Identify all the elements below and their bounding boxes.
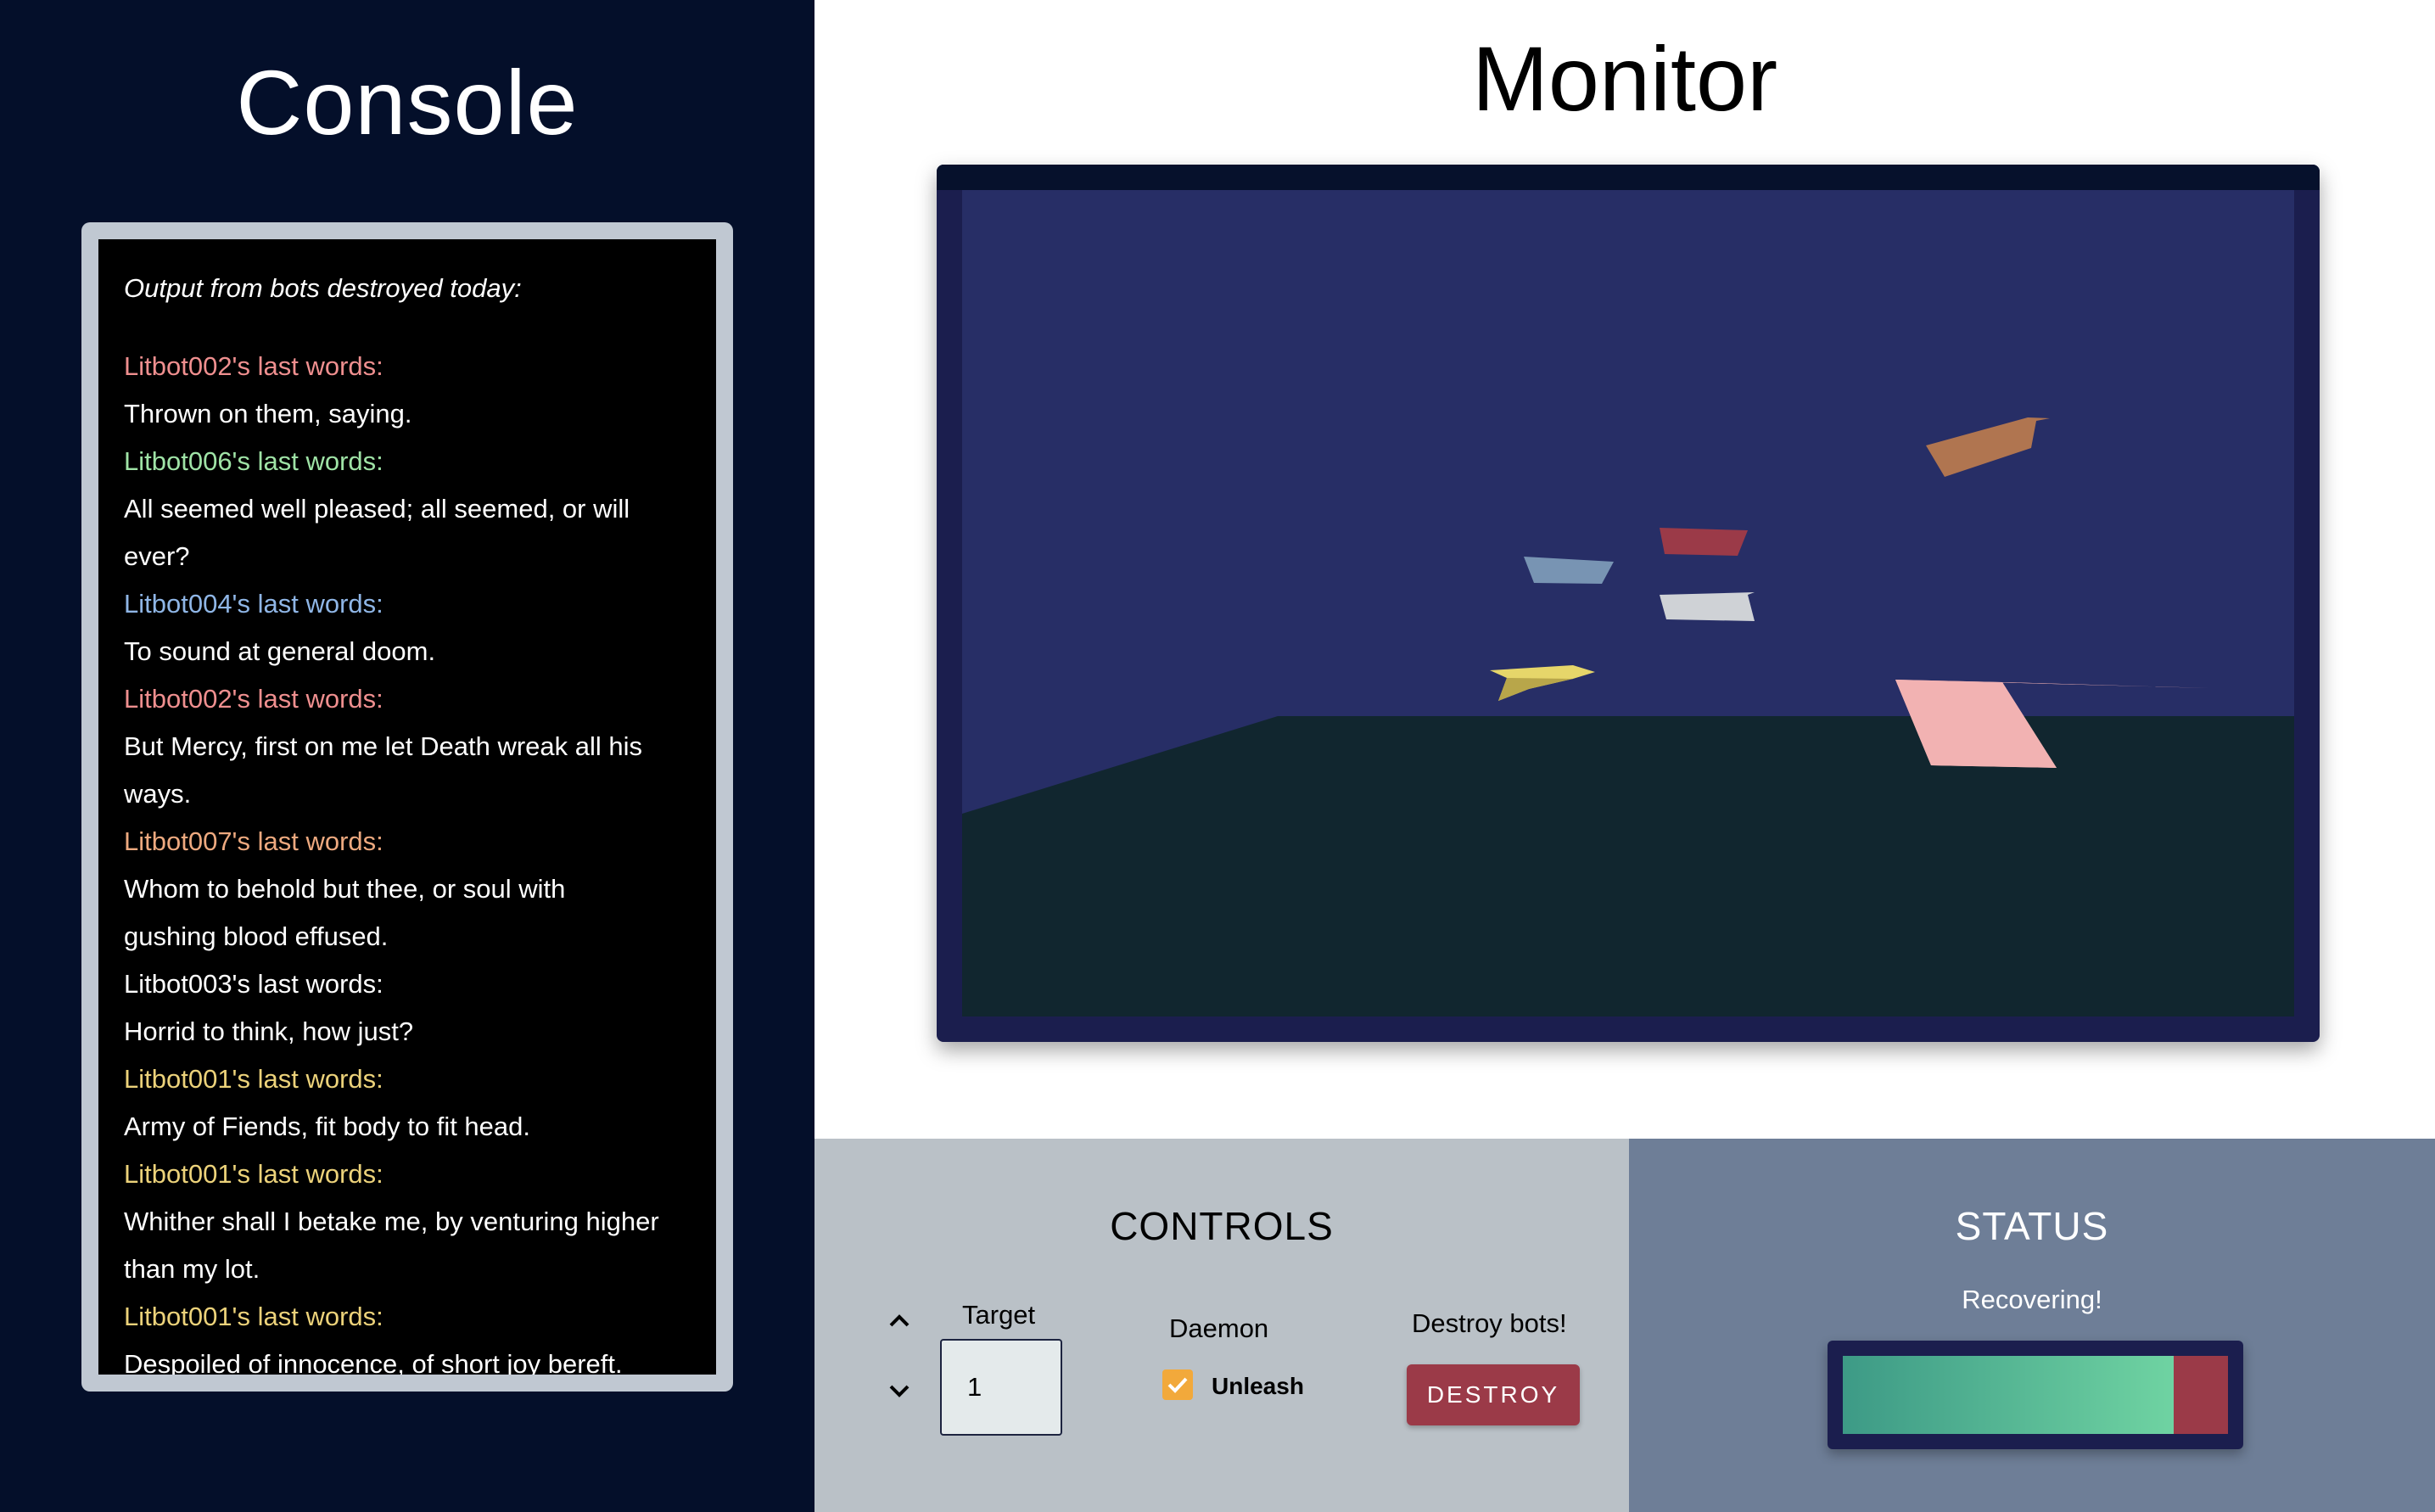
console-entry-line: Whom to behold but thee, or soul with — [124, 874, 566, 904]
bot-yellow-shade — [1498, 678, 1573, 701]
status-panel: STATUS Recovering! — [1629, 1139, 2435, 1512]
health-bar-track — [1843, 1356, 2228, 1434]
bot-blue — [1524, 557, 1614, 584]
target-label: Target — [962, 1300, 1036, 1330]
status-title: STATUS — [1955, 1204, 2109, 1248]
status-text: Recovering! — [1962, 1285, 2102, 1314]
console-entry-line: To sound at general doom. — [124, 636, 436, 666]
console-entry-heading: Litbot001's last words: — [124, 1064, 383, 1094]
console-entry-heading: Litbot004's last words: — [124, 589, 383, 619]
console-entry: Litbot002's last words: But Mercy, first … — [124, 675, 691, 818]
console-entries: Litbot002's last words: Thrown on them, s… — [124, 343, 691, 1375]
unleash-checkbox[interactable] — [1162, 1369, 1193, 1400]
daemon-label: Daemon — [1169, 1313, 1269, 1343]
health-bar-fill — [1843, 1356, 2175, 1434]
console-entry: Litbot007's last words: Whom to behold bu… — [124, 818, 691, 960]
console-entry-line: But Mercy, first on me let Death wreak a… — [124, 731, 643, 761]
bot-orange — [1926, 417, 2050, 477]
scene-ground — [962, 716, 2294, 1016]
console-output[interactable]: Output from bots destroyed today: Litbot… — [98, 239, 716, 1375]
console-entry: Litbot001's last words: Army of Fiends, f… — [124, 1056, 691, 1151]
console-entry-heading: Litbot007's last words: — [124, 826, 383, 856]
console-entry-line: Horrid to think, how just? — [124, 1016, 414, 1046]
console-entry-line: than my lot. — [124, 1254, 260, 1284]
monitor-frame — [937, 165, 2320, 1042]
console-entry: Litbot003's last words: Horrid to think, … — [124, 960, 691, 1056]
console-entry-line: ever? — [124, 541, 190, 571]
target-input[interactable] — [940, 1339, 1062, 1436]
console-entry-heading: Litbot002's last words: — [124, 684, 383, 714]
console-entry: Litbot006's last words: All seemed well p… — [124, 438, 691, 580]
console-entry-line: gushing blood effused. — [124, 921, 389, 951]
console-entry-heading: Litbot001's last words: — [124, 1159, 383, 1189]
console-entry: Litbot004's last words: To sound at gener… — [124, 580, 691, 675]
console-entry-heading: Litbot002's last words: — [124, 351, 383, 381]
console-frame: Output from bots destroyed today: Litbot… — [81, 222, 733, 1392]
console-entry-heading: Litbot006's last words: — [124, 446, 383, 476]
unleash-label[interactable]: Unleash — [1212, 1373, 1304, 1399]
bot-pink-wing — [1895, 680, 2209, 688]
bot-pink-body — [1895, 680, 2057, 768]
destroy-button[interactable]: DESTROY — [1407, 1364, 1580, 1425]
monitor-top-bar — [937, 165, 2320, 190]
console-entry-line: Thrown on them, saying. — [124, 399, 412, 428]
health-bar — [1828, 1341, 2243, 1449]
bot-red — [1660, 528, 1748, 556]
monitor-scene — [962, 190, 2294, 1016]
target-decrement-button[interactable] — [882, 1375, 916, 1408]
controls-title: CONTROLS — [1110, 1204, 1334, 1248]
console-entry-line: All seemed well pleased; all seemed, or … — [124, 494, 630, 524]
console-intro: Output from bots destroyed today: — [124, 273, 522, 303]
console-title: Console — [236, 51, 579, 154]
monitor-title: Monitor — [1471, 27, 1778, 130]
chevron-down-icon — [889, 1385, 910, 1397]
target-increment-button[interactable] — [882, 1303, 916, 1337]
console-entry: Litbot001's last words: Despoiled of inno… — [124, 1293, 691, 1375]
console-panel: Console Output from bots destroyed today… — [0, 0, 814, 1512]
console-entry: Litbot001's last words: Whither shall I b… — [124, 1151, 691, 1293]
destroy-label: Destroy bots! — [1412, 1308, 1567, 1338]
console-entry-line: Army of Fiends, fit body to fit head. — [124, 1112, 531, 1141]
check-icon — [1167, 1377, 1188, 1393]
chevron-up-icon — [889, 1314, 910, 1327]
console-entry-line: Whither shall I betake me, by venturing … — [124, 1207, 659, 1236]
controls-panel: CONTROLS Target Daemon Unleash Destroy b… — [814, 1139, 1629, 1512]
console-entry-line: ways. — [124, 779, 192, 809]
console-entry-line: Despoiled of innocence, of short joy ber… — [124, 1349, 623, 1375]
console-entry-heading: Litbot001's last words: — [124, 1302, 383, 1331]
console-entry-heading: Litbot003's last words: — [124, 969, 383, 999]
bot-white — [1660, 592, 1755, 621]
console-entry: Litbot002's last words: Thrown on them, s… — [124, 343, 691, 438]
